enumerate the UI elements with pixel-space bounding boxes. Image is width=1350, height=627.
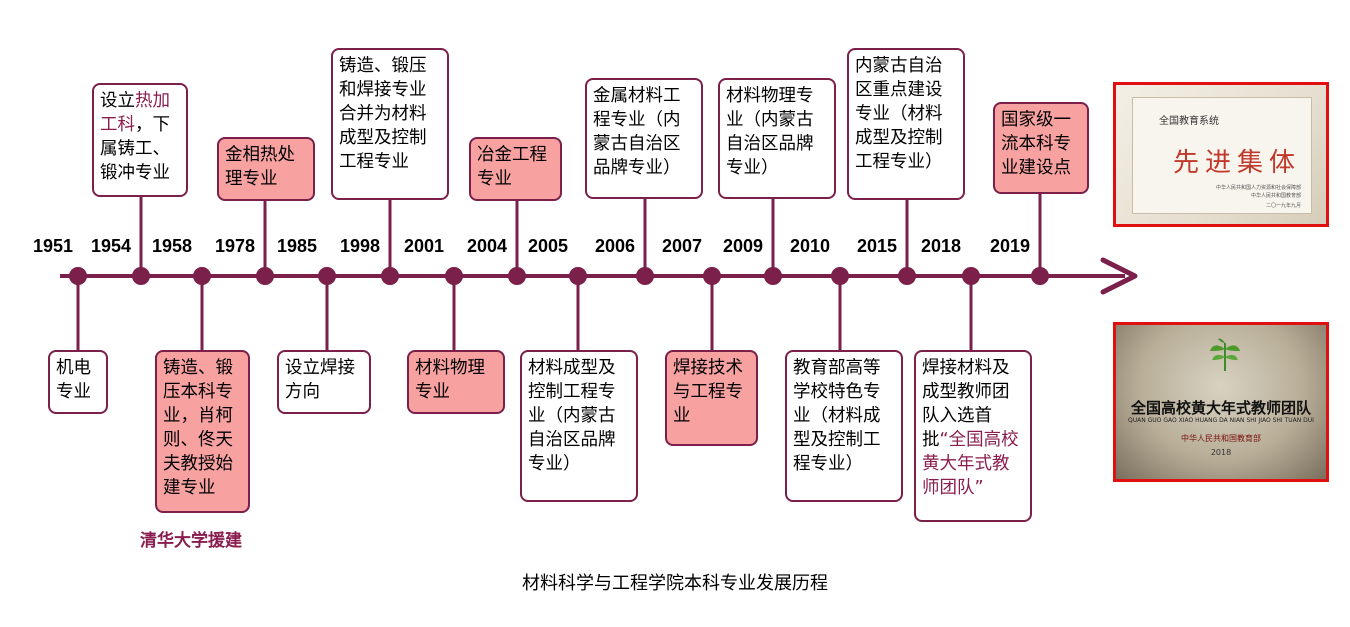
- bamboo-logo-icon: [1210, 338, 1240, 371]
- year-label-1978: 1978: [214, 236, 256, 256]
- year-label-2009: 2009: [722, 236, 764, 256]
- year-label-1958: 1958: [151, 236, 193, 256]
- event-box-1985: 设立焊接方向: [277, 350, 371, 414]
- timeline-dot-2004: [508, 267, 526, 285]
- diagram-caption: 材料科学与工程学院本科专业发展历程: [522, 573, 828, 594]
- event-box-2018: 焊接材料及成型教师团队入选首批“全国高校黄大年式教师团队”: [914, 350, 1032, 522]
- plaque-year: 2018: [1210, 448, 1232, 457]
- event-text-1958: 铸造、锻压本科专业，肖柯则、佟天夫教授始建专业: [163, 358, 233, 498]
- year-label-2004: 2004: [466, 236, 508, 256]
- event-text-2019: 国家级一流本科专业建设点: [1001, 110, 1071, 178]
- event-box-2006: 金属材料工程专业（内蒙古自治区品牌专业）: [585, 78, 703, 199]
- certificate-line4: 中华人民共和国教育部: [1250, 193, 1301, 199]
- year-label-2010: 2010: [789, 236, 831, 256]
- timeline-dot-2015: [898, 267, 916, 285]
- timeline-dot-2019: [1031, 267, 1049, 285]
- event-text-1954-a: 设立: [100, 91, 135, 111]
- timeline-dot-2010: [831, 267, 849, 285]
- timeline-dot-2018: [962, 267, 980, 285]
- event-text-2009: 材料物理专业（内蒙古自治区品牌专业）: [726, 86, 814, 178]
- certificate-line5: 二〇一九年九月: [1265, 203, 1301, 209]
- event-text-2006: 金属材料工程专业（内蒙古自治区品牌专业）: [593, 86, 681, 178]
- event-text-2018-b: “全国高校黄大年式教师团队”: [922, 430, 1019, 498]
- event-text-2005: 材料成型及控制工程专业（内蒙古自治区品牌专业）: [528, 358, 616, 474]
- timeline-dot-1985: [318, 267, 336, 285]
- event-box-1978: 金相热处理专业: [217, 137, 315, 201]
- event-text-1954-b: 热加工科: [100, 91, 170, 135]
- event-box-2010: 教育部高等学校特色专业（材料成型及控制工程专业）: [785, 350, 903, 502]
- event-box-2009: 材料物理专业（内蒙古自治区品牌专业）: [718, 78, 836, 199]
- year-label-2007: 2007: [661, 236, 703, 256]
- event-text-2001: 材料物理专业: [415, 358, 485, 402]
- timeline-dot-2007: [703, 267, 721, 285]
- timeline-dot-1954: [132, 267, 150, 285]
- event-box-2007: 焊接技术与工程专业: [665, 350, 758, 446]
- certificate-line1: 全国教育系统: [1159, 116, 1219, 127]
- timeline-dot-1958: [193, 267, 211, 285]
- tsinghua-note: 清华大学援建: [140, 531, 242, 551]
- year-label-2019: 2019: [989, 236, 1031, 256]
- certificate-plaque: 全国教育系统 先进集体 中华人民共和国人力资源和社会保障部 中华人民共和国教育部…: [1132, 97, 1312, 214]
- timeline-dot-2005: [569, 267, 587, 285]
- award-photo-advanced-collective: 全国教育系统 先进集体 中华人民共和国人力资源和社会保障部 中华人民共和国教育部…: [1113, 82, 1329, 227]
- year-label-1985: 1985: [276, 236, 318, 256]
- event-text-1985: 设立焊接方向: [285, 358, 355, 402]
- year-label-1951: 1951: [32, 236, 74, 256]
- event-text-1954-c: ，下属铸工、锻冲专业: [100, 115, 170, 183]
- event-box-1954: 设立热加工科，下属铸工、锻冲专业: [92, 83, 188, 197]
- event-box-2004: 冶金工程专业: [469, 137, 562, 201]
- event-text-1978: 金相热处理专业: [225, 145, 295, 189]
- event-text-2004: 冶金工程专业: [477, 145, 547, 189]
- year-label-2005: 2005: [527, 236, 569, 256]
- timeline-dot-2009: [764, 267, 782, 285]
- event-box-1958: 铸造、锻压本科专业，肖柯则、佟天夫教授始建专业: [155, 350, 250, 513]
- event-box-2001: 材料物理专业: [407, 350, 505, 414]
- event-text-2007: 焊接技术与工程专业: [673, 358, 743, 426]
- year-label-2015: 2015: [856, 236, 898, 256]
- year-label-2001: 2001: [403, 236, 445, 256]
- timeline-dot-1978: [256, 267, 274, 285]
- certificate-line2: 先进集体: [1173, 148, 1302, 178]
- event-box-1998: 铸造、锻压和焊接专业合并为材料成型及控制工程专业: [331, 48, 449, 200]
- year-label-1954: 1954: [90, 236, 132, 256]
- timeline-dot-1998: [381, 267, 399, 285]
- plaque-title: 全国高校黄大年式教师团队: [1130, 399, 1311, 417]
- timeline-dot-1951: [69, 267, 87, 285]
- award-photo-teacher-team: 全国高校黄大年式教师团队 QUAN GUO GAO XIAO HUANG DA …: [1113, 322, 1329, 482]
- year-label-2006: 2006: [594, 236, 636, 256]
- timeline-dot-2006: [636, 267, 654, 285]
- plaque-issuer: 中华人民共和国教育部: [1181, 434, 1261, 443]
- event-text-2018-a: 焊接材料及成型教师团队入选首批: [922, 358, 1010, 450]
- event-box-2005: 材料成型及控制工程专业（内蒙古自治区品牌专业）: [520, 350, 638, 502]
- year-label-2018: 2018: [920, 236, 962, 256]
- event-box-2015: 内蒙古自治区重点建设专业（材料成型及控制工程专业）: [847, 48, 965, 200]
- timeline-arrowhead: [1100, 257, 1138, 295]
- year-label-1998: 1998: [339, 236, 381, 256]
- event-box-1951: 机电专业: [48, 350, 108, 414]
- plaque-pinyin: QUAN GUO GAO XIAO HUANG DA NIAN SHI JIAO…: [1128, 417, 1314, 424]
- certificate-line3: 中华人民共和国人力资源和社会保障部: [1215, 185, 1301, 191]
- event-text-1998: 铸造、锻压和焊接专业合并为材料成型及控制工程专业: [339, 56, 427, 172]
- event-text-2015: 内蒙古自治区重点建设专业（材料成型及控制工程专业）: [855, 56, 943, 172]
- event-text-2010: 教育部高等学校特色专业（材料成型及控制工程专业）: [793, 358, 881, 474]
- event-box-2019: 国家级一流本科专业建设点: [993, 102, 1089, 194]
- timeline-dot-2001: [445, 267, 463, 285]
- event-text-1951: 机电专业: [56, 358, 91, 402]
